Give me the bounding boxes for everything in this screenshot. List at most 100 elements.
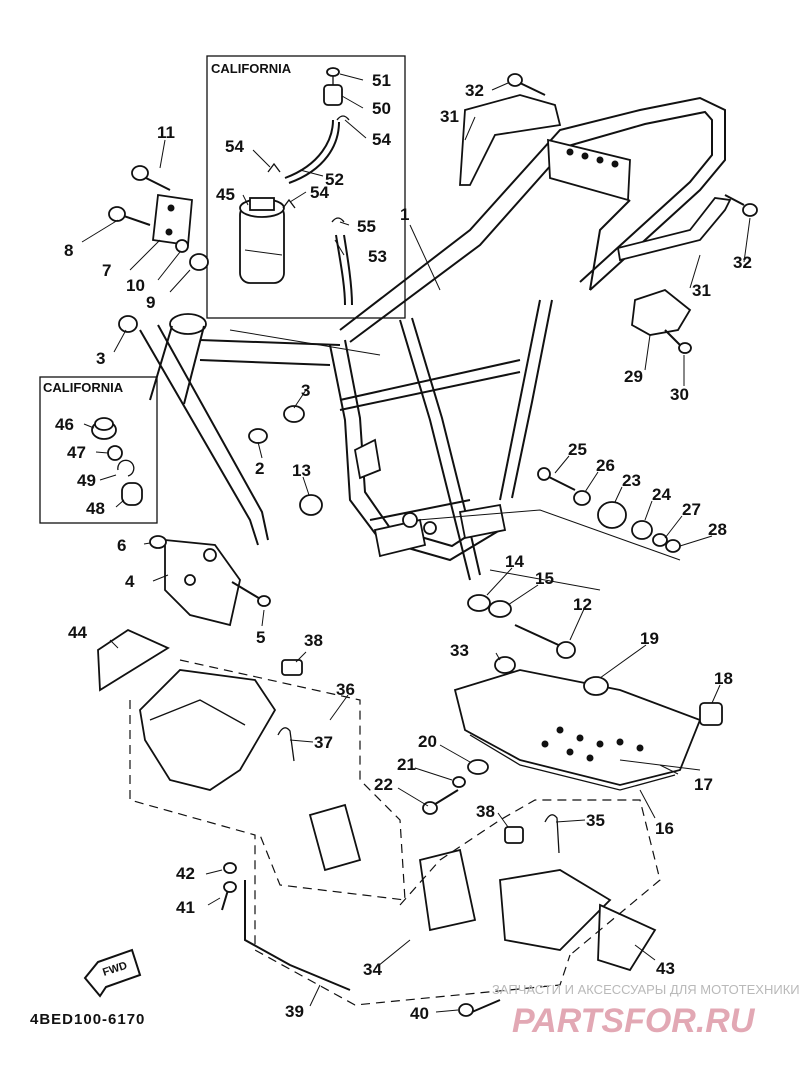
nut-part-9 [189, 253, 209, 271]
callout-21: 21 [397, 755, 416, 774]
callout-24: 24 [652, 485, 671, 504]
nut-part-13 [299, 494, 323, 516]
callout-55: 55 [357, 217, 376, 236]
california-box-left-title: CALIFORNIA [43, 380, 124, 395]
assembly-outline-36 [129, 700, 571, 1006]
callout-35: 35 [586, 811, 605, 830]
callout-37: 37 [314, 733, 333, 752]
callout-33: 33 [450, 641, 469, 660]
callout-54-middle: 54 [310, 183, 329, 202]
drawing-code: 4BED100-6170 [30, 1011, 145, 1028]
callout-16: 16 [655, 819, 674, 838]
callout-38-top: 38 [304, 631, 323, 650]
decal-part-43 [597, 903, 657, 972]
california-box-left [39, 376, 158, 524]
callout-26: 26 [596, 456, 615, 475]
callout-3-left: 3 [96, 349, 105, 368]
callout-43: 43 [656, 959, 675, 978]
callout-28: 28 [708, 520, 727, 539]
callout-40: 40 [410, 1004, 429, 1023]
fwd-arrow-icon: FWD [83, 948, 142, 998]
bolt-part-32-top [507, 73, 546, 96]
hose-part-52 [284, 119, 334, 179]
clip-part-55 [331, 217, 345, 223]
bracket-part-29 [631, 288, 692, 336]
callout-14: 14 [505, 552, 524, 571]
callout-2: 2 [255, 459, 264, 478]
callout-31-top: 31 [440, 107, 459, 126]
callout-10: 10 [126, 276, 145, 295]
clip-part-49 [117, 459, 135, 477]
hose-part-53 [335, 234, 346, 306]
bolt-part-48 [121, 482, 143, 506]
callout-48: 48 [86, 499, 105, 518]
callout-49: 49 [77, 471, 96, 490]
collar-part-24 [631, 520, 653, 540]
callout-44: 44 [68, 623, 87, 642]
callout-32-top: 32 [465, 81, 484, 100]
callout-13: 13 [292, 461, 311, 480]
california-box-top [206, 55, 406, 319]
callout-51: 51 [372, 71, 391, 90]
collar-part-2 [248, 428, 268, 444]
callout-42: 42 [176, 864, 195, 883]
front-bracket-part-4 [164, 539, 241, 627]
callout-41: 41 [176, 898, 195, 917]
bolt-part-40 [458, 999, 501, 1017]
bracket-part-35 [544, 814, 560, 854]
callout-34: 34 [363, 960, 382, 979]
callout-20: 20 [418, 732, 437, 751]
callout-11: 11 [157, 123, 175, 142]
callout-3-right: 3 [301, 381, 310, 400]
assembly-outline-34 [399, 799, 661, 956]
damper-part-18 [699, 702, 723, 726]
decal-part-44 [97, 628, 170, 692]
callout-32-right: 32 [733, 253, 752, 272]
valve-part-50 [323, 67, 343, 106]
plate-part-7 [152, 193, 193, 247]
washer-part-47 [107, 445, 123, 461]
bracket-part-31-top [459, 94, 562, 186]
california-canister-group: CALIFORNIA [206, 55, 406, 319]
bolt-part-41 [221, 881, 237, 911]
nut-part-28 [665, 539, 681, 553]
callout-4: 4 [125, 572, 135, 591]
callout-46: 46 [55, 415, 74, 434]
callout-7: 7 [102, 261, 111, 280]
callout-15: 15 [535, 569, 554, 588]
callout-31-right: 31 [692, 281, 711, 300]
bolt-part-22 [422, 789, 459, 815]
bolt-part-25 [537, 467, 576, 491]
callout-54-left: 54 [225, 137, 244, 156]
damper-part-19 [583, 676, 609, 696]
bolt-part-30 [664, 329, 692, 354]
callout-52: 52 [325, 170, 344, 189]
bolt-part-8 [108, 206, 151, 226]
washer-part-42 [223, 862, 237, 874]
damper-part-38-bottom [504, 826, 524, 844]
watermark-brand-logo: PARTSFOR.RU [512, 1002, 756, 1040]
collar-part-20 [467, 759, 489, 775]
washer-part-26 [573, 490, 591, 506]
bolt-part-5 [231, 581, 271, 607]
leader-lines [81, 73, 751, 1013]
callout-23: 23 [622, 471, 641, 490]
bolt-part-11 [131, 165, 171, 191]
callout-29: 29 [624, 367, 643, 386]
callout-30: 30 [670, 385, 689, 404]
damper-part-38-top [281, 659, 303, 676]
callout-45: 45 [216, 185, 235, 204]
callout-53: 53 [368, 247, 387, 266]
bracket-part-37 [277, 727, 295, 762]
grommet-part-3 [118, 315, 138, 333]
callout-22: 22 [374, 775, 393, 794]
damper-part-33 [494, 656, 516, 674]
callout-8: 8 [64, 241, 73, 260]
california-cap-group: CALIFORNIA [39, 376, 158, 524]
frame-part-1 [139, 96, 726, 581]
callout-50: 50 [372, 99, 391, 118]
bushing-part-23 [597, 501, 627, 529]
bracket-part-31-right [616, 197, 732, 262]
callout-12: 12 [573, 595, 592, 614]
